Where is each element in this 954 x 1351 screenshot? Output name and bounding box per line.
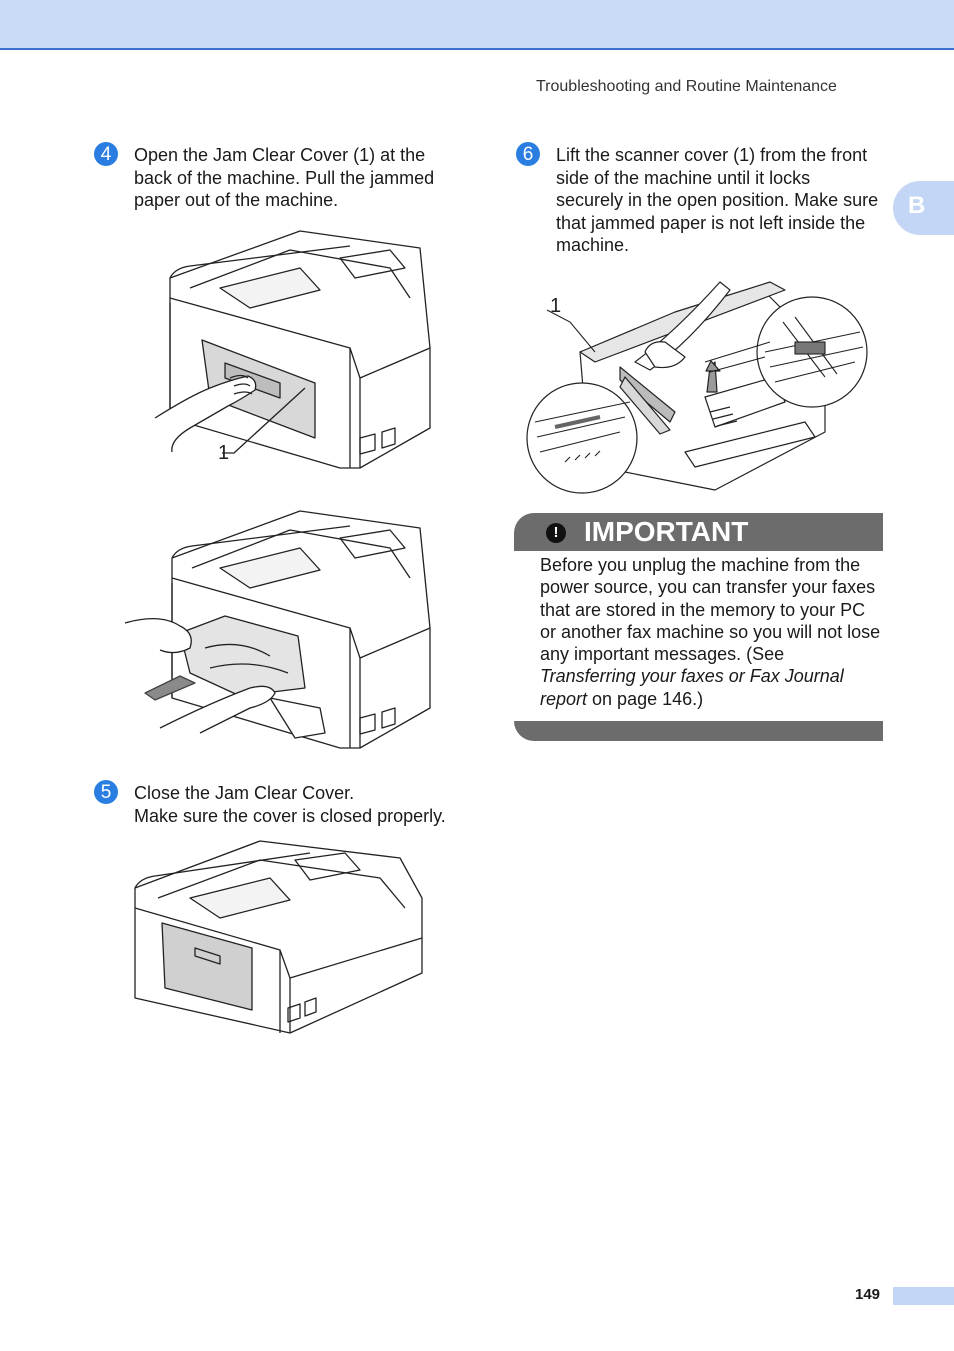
step-6-text: Lift the scanner cover (1) from the fron… xyxy=(556,144,886,257)
scanner-cover-lift-illustration: 1 xyxy=(525,262,875,497)
step-6-badge: 6 xyxy=(516,142,540,166)
step-6-line: Lift the scanner cover (1) from the fron… xyxy=(556,145,868,165)
step-5-line: Close the Jam Clear Cover. xyxy=(134,783,355,803)
important-body: Before you unplug the machine from the p… xyxy=(540,554,884,710)
important-footer-bar xyxy=(514,721,883,741)
exclamation-icon: ! xyxy=(546,523,566,543)
step-4-line: Open the Jam Clear Cover (1) at the xyxy=(134,145,426,165)
jam-cover-closed-illustration xyxy=(130,838,430,1038)
top-color-band xyxy=(0,0,954,50)
side-tab-letter: B xyxy=(908,192,926,219)
step-5-text: Close the Jam Clear Cover. Make sure the… xyxy=(134,782,474,827)
pull-jammed-paper-illustration xyxy=(120,508,440,758)
important-text: Before you unplug the machine from the p… xyxy=(540,555,881,665)
important-text-end: on page 146.) xyxy=(587,688,704,709)
step-4-badge: 4 xyxy=(94,142,118,166)
callout-label: 1 xyxy=(218,442,229,464)
jam-cover-open-illustration: 1 xyxy=(150,228,440,478)
step-6-line: machine. xyxy=(556,235,630,256)
appendix-side-tab: B xyxy=(893,181,954,235)
important-header: ! IMPORTANT xyxy=(514,513,883,551)
step-4-line: paper out of the machine. xyxy=(134,190,339,211)
important-title: IMPORTANT xyxy=(584,516,749,547)
step-4-text: Open the Jam Clear Cover (1) at the back… xyxy=(134,144,474,212)
running-head: Troubleshooting and Routine Maintenance xyxy=(536,78,837,95)
page-number: 149 xyxy=(855,1286,881,1303)
important-cross-reference: Transferring your faxes or Fax Journal r… xyxy=(540,666,844,709)
step-5-badge: 5 xyxy=(94,780,118,804)
step-4-line: back of the machine. Pull the jammed xyxy=(134,167,435,188)
step-6-line: side of the machine until it locks xyxy=(556,167,811,188)
step-6-line: securely in the open position. Make sure xyxy=(556,190,879,211)
step-6-line: that jammed paper is not left inside the xyxy=(556,212,866,233)
callout-label: 1 xyxy=(550,295,561,317)
page-number-band xyxy=(893,1287,954,1305)
step-5-line: Make sure the cover is closed properly. xyxy=(134,805,446,826)
